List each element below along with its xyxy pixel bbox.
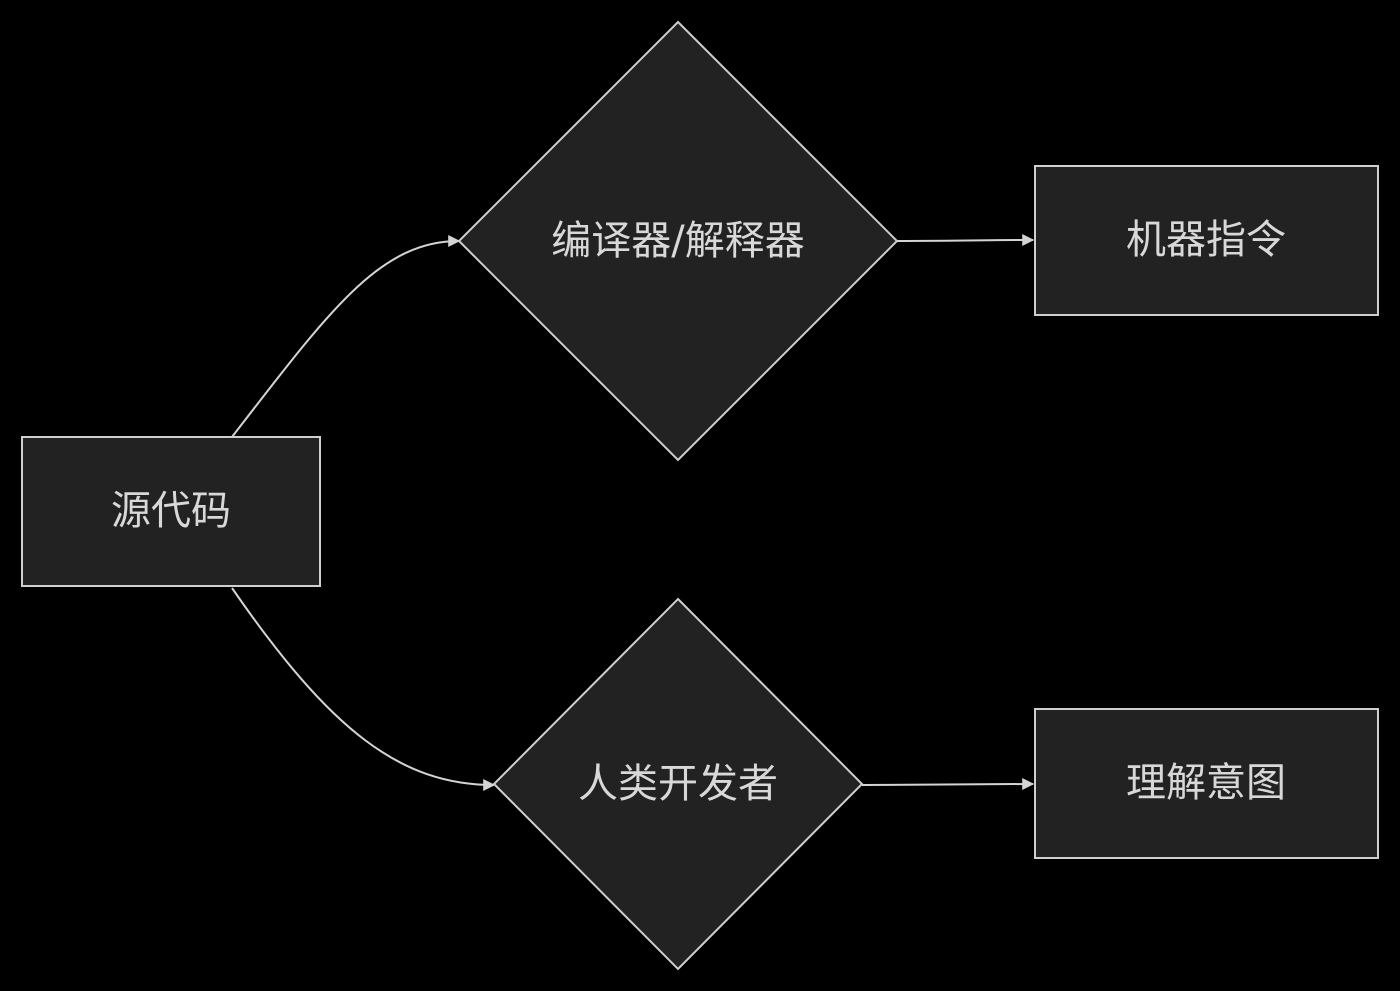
node-human: 人类开发者 — [492, 597, 864, 971]
node-source-label: 源代码 — [111, 488, 231, 534]
node-source-box — [21, 436, 321, 587]
node-intent-label: 理解意图 — [1126, 760, 1286, 806]
node-machine-label: 机器指令 — [1126, 217, 1286, 263]
edge-source-to-compiler — [231, 235, 461, 438]
node-machine: 机器指令 — [1034, 165, 1379, 316]
node-intent: 理解意图 — [1034, 708, 1379, 859]
edge-human-to-intent — [861, 778, 1035, 791]
node-human-label: 人类开发者 — [578, 761, 778, 807]
node-compiler-diamond — [457, 20, 899, 462]
node-compiler-label: 编译器/解释器 — [551, 218, 804, 264]
node-intent-box — [1034, 708, 1379, 859]
node-machine-box — [1034, 165, 1379, 316]
edge-source-to-human — [231, 587, 496, 791]
edge-compiler-to-machine — [896, 234, 1035, 247]
node-source: 源代码 — [21, 436, 321, 587]
node-compiler: 编译器/解释器 — [457, 20, 899, 462]
node-human-diamond — [492, 597, 864, 971]
